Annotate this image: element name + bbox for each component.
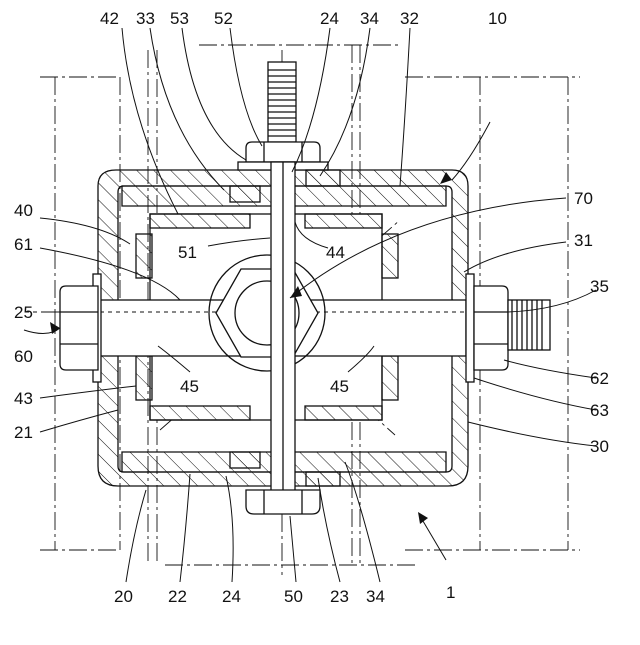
label-21: 21: [14, 423, 33, 442]
label-34-bottom: 34: [366, 587, 385, 606]
label-45-left: 45: [180, 377, 199, 396]
label-30: 30: [590, 437, 609, 456]
label-42: 42: [100, 9, 119, 28]
thread-lines-right: [512, 300, 542, 350]
label-24-bottom: 24: [222, 587, 241, 606]
left-bolt-head-60: [60, 274, 101, 382]
label-24-top: 24: [320, 9, 339, 28]
label-44: 44: [326, 243, 345, 262]
label-45-right: 45: [330, 377, 349, 396]
label-60: 60: [14, 347, 33, 366]
label-20: 20: [114, 587, 133, 606]
label-53: 53: [170, 9, 189, 28]
label-35: 35: [590, 277, 609, 296]
label-22: 22: [168, 587, 187, 606]
label-70: 70: [574, 189, 593, 208]
central-nut-70: [209, 255, 325, 371]
label-10: 10: [488, 9, 507, 28]
label-52: 52: [214, 9, 233, 28]
label-61: 61: [14, 235, 33, 254]
label-33: 33: [136, 9, 155, 28]
label-25: 25: [14, 303, 33, 322]
label-40: 40: [14, 201, 33, 220]
label-23: 23: [330, 587, 349, 606]
label-50: 50: [284, 587, 303, 606]
label-34-top: 34: [360, 9, 379, 28]
label-62: 62: [590, 369, 609, 388]
label-32: 32: [400, 9, 419, 28]
label-51: 51: [178, 243, 197, 262]
label-31: 31: [574, 231, 593, 250]
label-63: 63: [590, 401, 609, 420]
right-bolt-head-62: [466, 274, 550, 382]
label-1: 1: [446, 583, 455, 602]
label-43: 43: [14, 389, 33, 408]
